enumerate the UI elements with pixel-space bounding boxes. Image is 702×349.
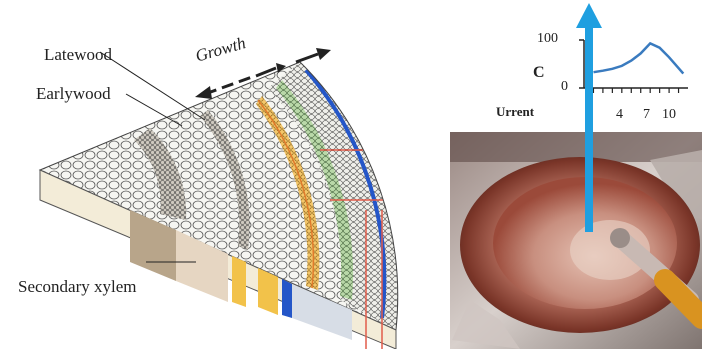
x-tick-10: 10 [662, 107, 676, 123]
y-axis [579, 40, 584, 88]
y-axis-label: C [533, 64, 545, 82]
y-tick-100: 100 [537, 31, 558, 47]
current-arrow [576, 3, 602, 232]
series-line [594, 43, 684, 73]
x-tick-4: 4 [616, 107, 623, 123]
x-axis-label: Urrent [496, 104, 534, 120]
x-tick-7: 7 [643, 107, 650, 123]
y-tick-0: 0 [561, 79, 568, 95]
